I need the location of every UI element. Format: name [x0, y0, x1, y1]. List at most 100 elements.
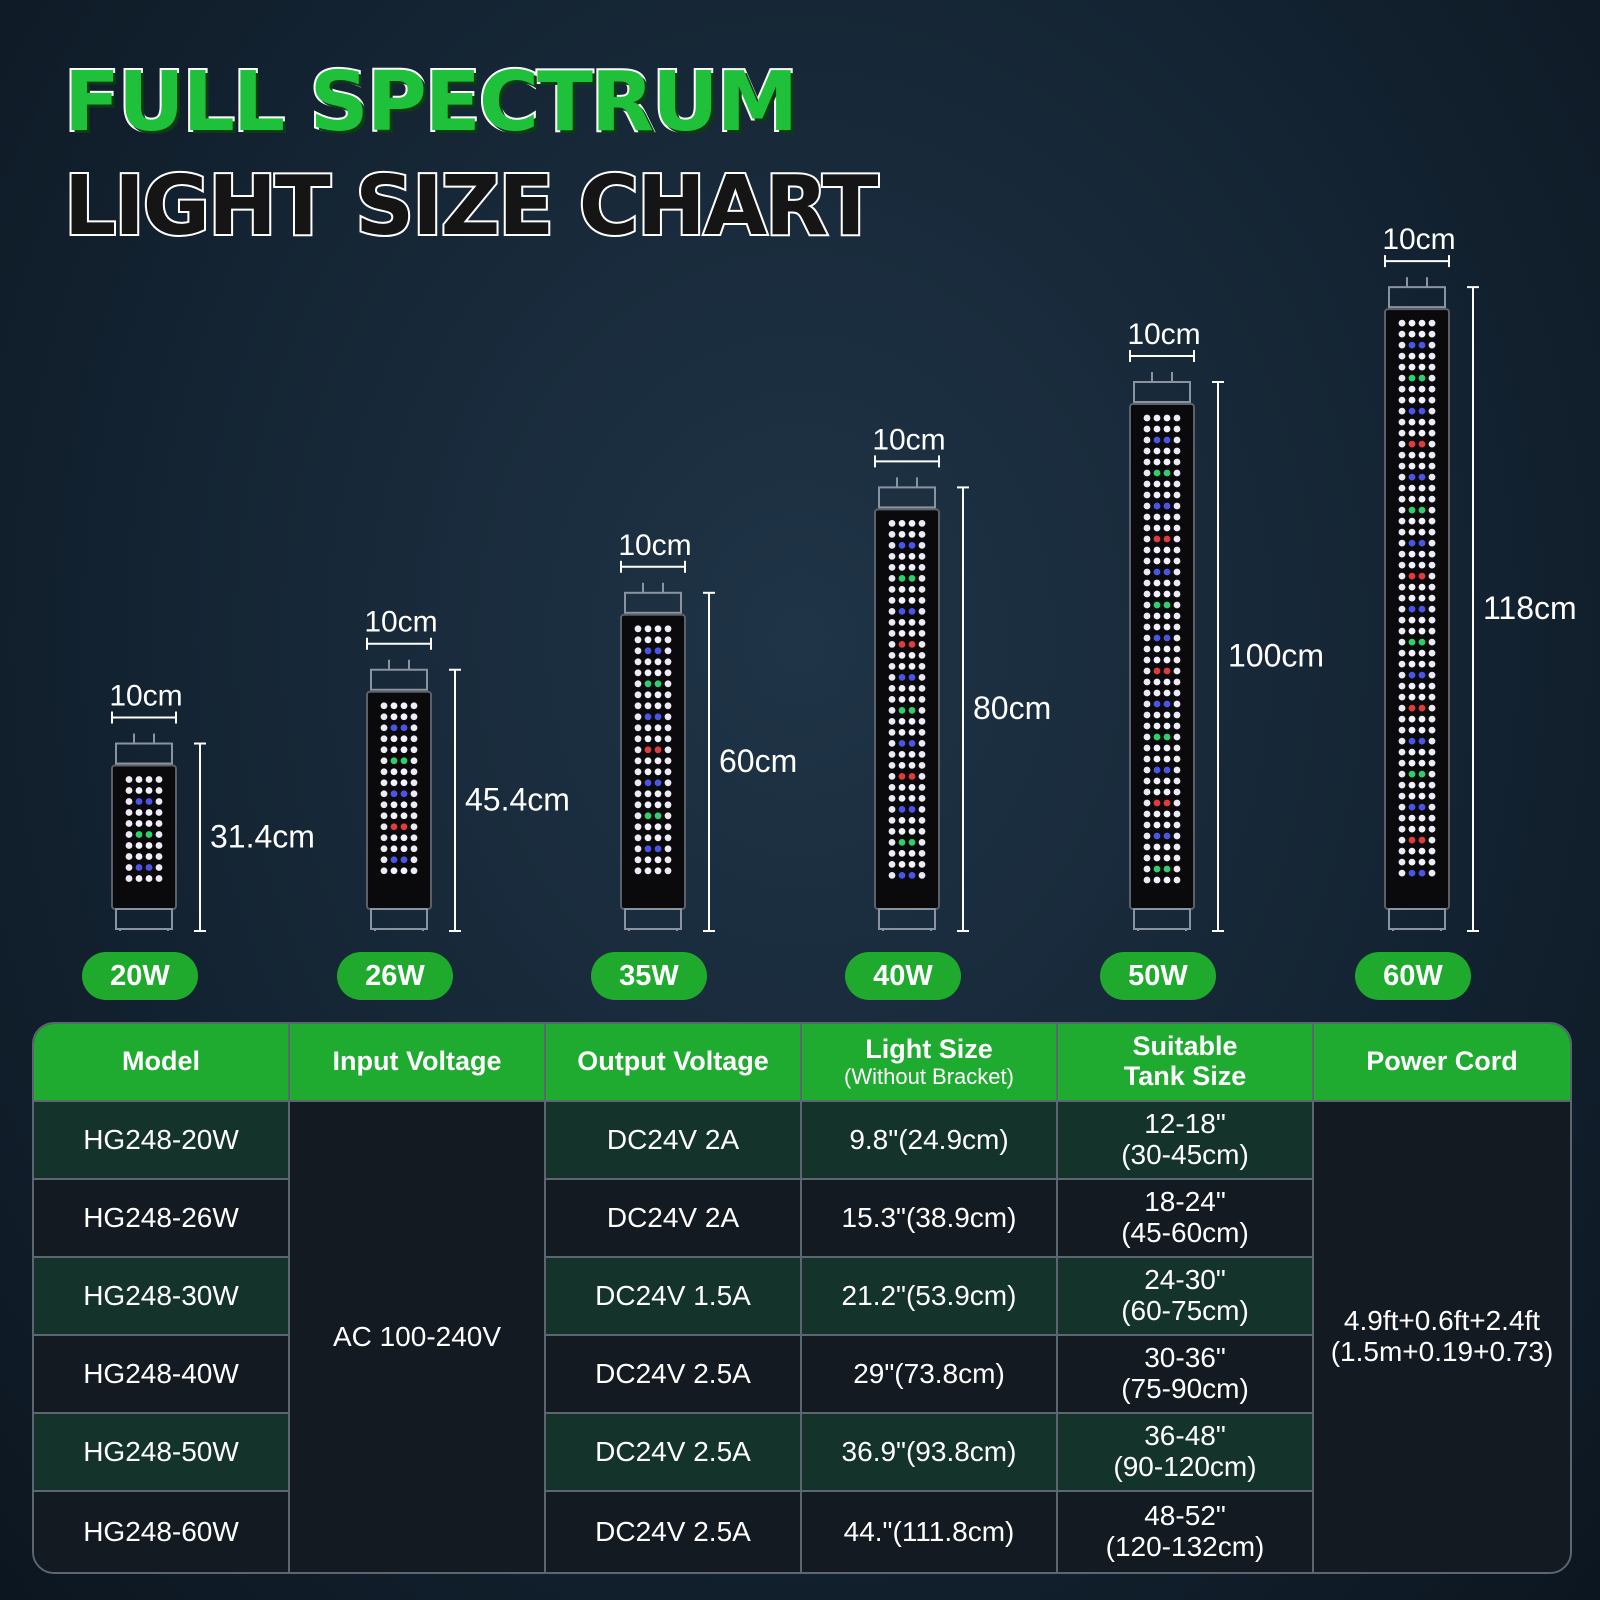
led: [908, 762, 916, 769]
led: [410, 702, 418, 710]
led: [1408, 440, 1416, 448]
led: [1428, 638, 1436, 646]
led: [1153, 700, 1161, 708]
led: [1398, 495, 1406, 503]
led: [918, 718, 926, 725]
led: [1408, 451, 1416, 459]
led: [1163, 480, 1171, 488]
led: [125, 787, 133, 794]
led: [634, 757, 642, 765]
led: [1428, 836, 1436, 844]
led: [410, 801, 418, 809]
led: [1153, 656, 1161, 664]
led: [380, 845, 388, 853]
led: [898, 861, 906, 868]
led: [400, 856, 408, 864]
led: [1163, 425, 1171, 433]
spec-table: Model Input Voltage Output Voltage Light…: [32, 1022, 1572, 1574]
led: [898, 575, 906, 582]
led: [888, 597, 896, 604]
led: [888, 674, 896, 681]
led: [1143, 546, 1151, 554]
led: [1418, 616, 1426, 624]
led: [1418, 506, 1426, 514]
led: [1408, 495, 1416, 503]
led: [1398, 616, 1406, 624]
led: [918, 828, 926, 835]
led: [1173, 755, 1181, 763]
led: [155, 776, 163, 783]
title-line-1: FULL SPECTRUM: [62, 55, 800, 150]
led: [1428, 671, 1436, 679]
led: [1143, 832, 1151, 840]
led: [1153, 821, 1161, 829]
header-light-size-note: (Without Bracket): [844, 1063, 1014, 1089]
led: [1418, 682, 1426, 690]
led: [664, 724, 672, 732]
led: [888, 784, 896, 791]
led: [644, 625, 652, 633]
led: [1173, 832, 1181, 840]
led: [1143, 535, 1151, 543]
led: [1163, 436, 1171, 444]
led: [1428, 407, 1436, 415]
led: [1153, 612, 1161, 620]
led: [908, 619, 916, 626]
led: [898, 597, 906, 604]
led: [155, 820, 163, 827]
led: [1153, 689, 1161, 697]
led: [1418, 319, 1426, 327]
led: [1153, 414, 1161, 422]
led: [908, 806, 916, 813]
led: [1398, 759, 1406, 767]
led: [634, 823, 642, 831]
led: [888, 861, 896, 868]
led: [1143, 612, 1151, 620]
led: [1408, 418, 1416, 426]
header-input-voltage: Input Voltage: [290, 1024, 546, 1102]
led: [918, 586, 926, 593]
led: [1153, 810, 1161, 818]
led: [664, 790, 672, 798]
led: [1173, 579, 1181, 587]
led: [1398, 682, 1406, 690]
led: [654, 658, 662, 666]
led: [644, 636, 652, 644]
led: [634, 680, 642, 688]
led: [1163, 458, 1171, 466]
led: [1398, 660, 1406, 668]
led: [1398, 539, 1406, 547]
led: [1153, 590, 1161, 598]
led: [1143, 447, 1151, 455]
led: [1173, 854, 1181, 862]
led: [898, 817, 906, 824]
length-label: 45.4cm: [465, 781, 570, 817]
led: [390, 801, 398, 809]
model-cell: HG248-60W: [34, 1492, 290, 1572]
led: [1173, 601, 1181, 609]
light-size-cell: 36.9"(93.8cm): [802, 1414, 1058, 1492]
led: [654, 713, 662, 721]
led: [664, 669, 672, 677]
top-bracket: [115, 742, 173, 765]
led: [1408, 616, 1416, 624]
top-bracket: [370, 668, 428, 691]
led: [1398, 792, 1406, 800]
led: [918, 773, 926, 780]
led: [1163, 788, 1171, 796]
led: [1428, 462, 1436, 470]
model-cell: HG248-50W: [34, 1414, 290, 1492]
led: [1173, 656, 1181, 664]
led: [125, 864, 133, 871]
led: [400, 746, 408, 754]
led: [1173, 557, 1181, 565]
led: [1143, 579, 1151, 587]
led: [664, 823, 672, 831]
led: [1153, 667, 1161, 675]
led: [1153, 546, 1161, 554]
led: [1428, 649, 1436, 657]
led: [145, 853, 153, 860]
led: [1143, 524, 1151, 532]
led: [1428, 704, 1436, 712]
